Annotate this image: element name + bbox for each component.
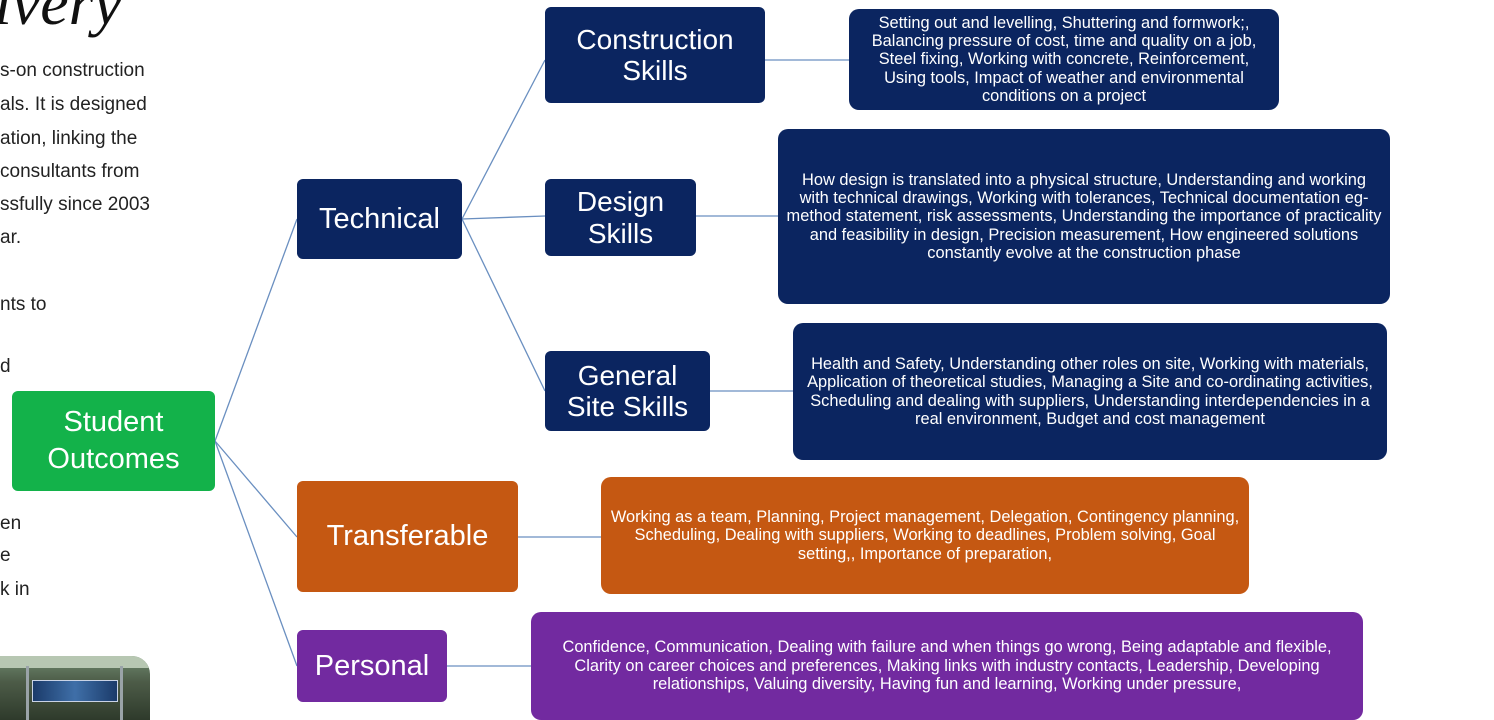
skill-design: Design Skills: [545, 179, 696, 256]
detail-transferable: Working as a team, Planning, Project man…: [601, 477, 1249, 594]
root-node-student-outcomes: Student Outcomes: [12, 391, 215, 491]
body-text-line: e: [0, 545, 11, 566]
category-label: Personal: [314, 649, 430, 682]
connector-line: [461, 215, 546, 220]
body-text-line: en: [0, 513, 22, 534]
skill-label: General Site Skills: [566, 359, 689, 422]
detail-text: Health and Safety, Understanding other r…: [807, 354, 1373, 428]
body-text-line: s-on construction: [0, 60, 145, 81]
body-text-line: ation, linking the: [0, 128, 138, 149]
connector-line: [461, 59, 546, 220]
site-photo: [0, 656, 150, 720]
body-text-line: ar.: [0, 227, 22, 248]
body-text-line: ssfully since 2003: [0, 194, 150, 215]
category-technical: Technical: [297, 179, 462, 259]
detail-text: Confidence, Communication, Dealing with …: [562, 638, 1332, 694]
body-text-line: k in: [0, 579, 30, 600]
connector-line: [214, 440, 298, 667]
detail-construction-skills: Setting out and levelling, Shuttering an…: [849, 9, 1279, 110]
body-text-line: als. It is designed: [0, 94, 147, 115]
root-label: Student Outcomes: [47, 405, 180, 475]
slide-title-fragment: ivery: [0, 0, 122, 38]
detail-text: Setting out and levelling, Shuttering an…: [871, 13, 1257, 106]
skill-label: Design Skills: [576, 186, 665, 249]
body-text-line: d: [0, 356, 11, 377]
skill-general-site: General Site Skills: [545, 351, 710, 431]
detail-design-skills: How design is translated into a physical…: [778, 129, 1390, 304]
body-text-line: consultants from: [0, 161, 140, 182]
category-label: Technical: [319, 202, 440, 235]
category-label: Transferable: [326, 520, 489, 553]
detail-text: How design is translated into a physical…: [786, 170, 1382, 263]
category-personal: Personal: [297, 630, 447, 702]
connector-line: [214, 218, 298, 442]
body-text-line: nts to: [0, 294, 47, 315]
detail-general-site-skills: Health and Safety, Understanding other r…: [793, 323, 1387, 460]
connector-line: [214, 440, 298, 538]
detail-personal: Confidence, Communication, Dealing with …: [531, 612, 1363, 720]
connector-line: [461, 218, 546, 392]
category-transferable: Transferable: [297, 481, 518, 592]
skill-label: Construction Skills: [576, 23, 734, 86]
detail-text: Working as a team, Planning, Project man…: [610, 507, 1240, 563]
skill-construction: Construction Skills: [545, 7, 765, 103]
